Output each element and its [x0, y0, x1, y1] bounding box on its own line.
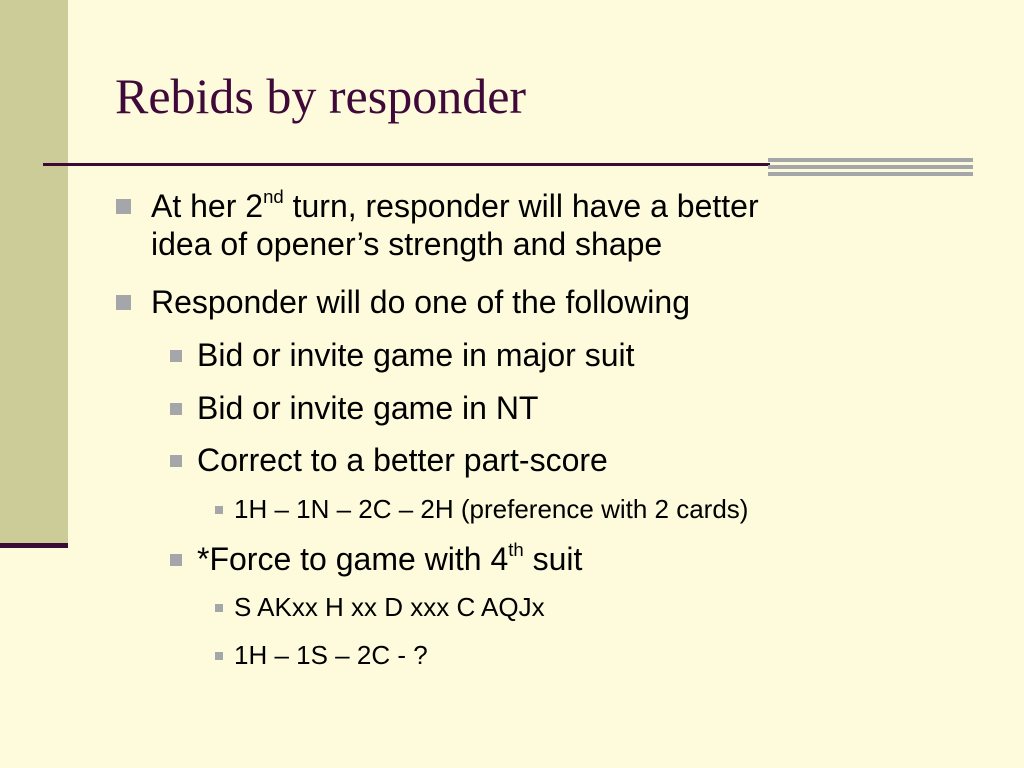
decor-bar [768, 158, 973, 162]
bullet-square-icon [170, 455, 182, 467]
bullet-item: *Force to game with 4th suit [170, 540, 582, 578]
bullet-square-icon [170, 403, 182, 415]
slide-title: Rebids by responder [115, 68, 527, 124]
bullet-text: At her 2nd turn, responder will have a b… [151, 187, 759, 263]
decor-bar [768, 172, 973, 176]
bullet-square-icon [116, 199, 131, 214]
ordinal-suffix: nd [263, 186, 284, 208]
bullet-text: Bid or invite game in NT [197, 390, 539, 426]
bullet-square-icon [215, 604, 223, 612]
bullet-text: *Force to game with 4th suit [197, 540, 582, 578]
bullet-text: Responder will do one of the following [151, 284, 690, 320]
bullet-item: 1H – 1S – 2C - ? [215, 640, 428, 670]
bullet-text-part: *Force to game with 4 [197, 541, 509, 577]
bullet-text: 1H – 1S – 2C - ? [234, 640, 428, 670]
bullet-square-icon [170, 350, 182, 362]
bullet-text: Bid or invite game in major suit [197, 337, 635, 373]
right-decor-bars [768, 158, 973, 179]
bullet-square-icon [116, 295, 131, 310]
bullet-text-part: At her 2 [151, 188, 264, 224]
title-divider [43, 163, 770, 166]
bullet-item: Correct to a better part-score [170, 441, 608, 479]
bullet-text-part: suit [523, 541, 583, 577]
bullet-text: Correct to a better part-score [197, 442, 608, 478]
left-accent-line [0, 543, 68, 548]
bullet-item: Bid or invite game in NT [170, 389, 538, 427]
decor-bar [768, 165, 973, 169]
bullet-item: At her 2nd turn, responder will have a b… [116, 187, 759, 263]
bullet-item: 1H – 1N – 2C – 2H (preference with 2 car… [215, 494, 748, 524]
bullet-item: S AKxx H xx D xxx C AQJx [215, 592, 545, 622]
bullet-text: 1H – 1N – 2C – 2H (preference with 2 car… [234, 494, 749, 524]
bullet-square-icon [170, 554, 182, 566]
bullet-text-part: turn, responder will have a better [283, 188, 759, 224]
left-decor-band [0, 0, 68, 544]
ordinal-suffix: th [508, 539, 524, 561]
bullet-item: Responder will do one of the following [116, 283, 690, 321]
bullet-square-icon [215, 652, 223, 660]
bullet-text: S AKxx H xx D xxx C AQJx [234, 592, 545, 622]
bullet-text-line: idea of opener’s strength and shape [151, 226, 663, 262]
bullet-item: Bid or invite game in major suit [170, 336, 635, 374]
bullet-square-icon [215, 506, 223, 514]
